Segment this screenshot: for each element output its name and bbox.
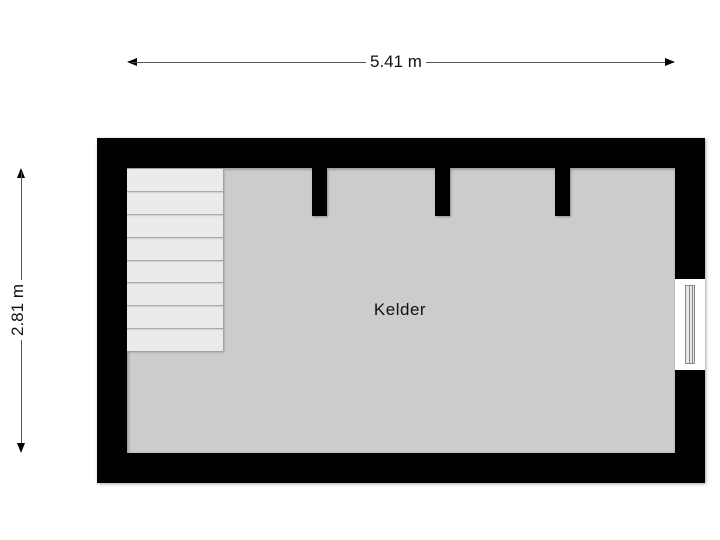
- stair-tread: [127, 260, 223, 261]
- stair-tread: [127, 191, 223, 192]
- stair-tread: [127, 282, 223, 283]
- room-label: Kelder: [373, 300, 427, 319]
- window: [675, 279, 705, 370]
- width-dimension-label: 5.41 m: [366, 52, 426, 72]
- depth-dimension-label: 2.81 m: [7, 280, 28, 340]
- window-pane: [689, 286, 693, 363]
- dimension-arrow-down-icon: [17, 443, 25, 453]
- wall-pillar: [435, 168, 450, 216]
- stair-tread: [127, 214, 223, 215]
- window-frame: [685, 285, 695, 364]
- staircase: [127, 169, 223, 351]
- stair-tread: [127, 328, 223, 329]
- wall-pillar: [555, 168, 570, 216]
- dimension-arrow-right-icon: [665, 58, 675, 66]
- stair-tread: [127, 237, 223, 238]
- wall-pillar: [312, 168, 327, 216]
- stair-tread: [127, 305, 223, 306]
